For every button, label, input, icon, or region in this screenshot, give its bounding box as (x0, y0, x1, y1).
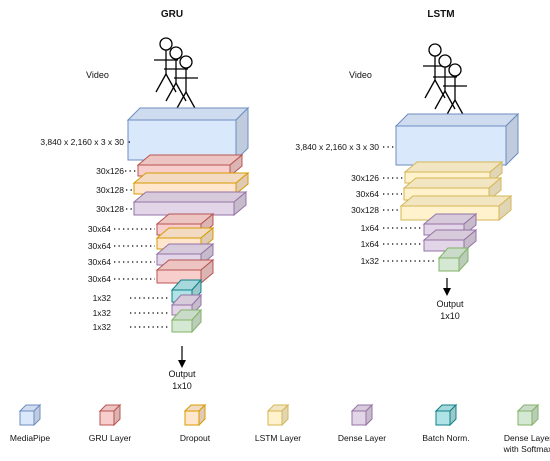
gru-layer-label: 30x64 (88, 257, 111, 267)
gru-layer-label: 30x128 (96, 185, 124, 195)
gru-layer-label: 1x32 (93, 308, 112, 318)
lstm-layer-softmax (437, 246, 470, 273)
lstm-layer-label: 30x64 (356, 189, 379, 199)
gru-layer-label: 30x64 (88, 274, 111, 284)
gru-layer-mediapipe (126, 106, 250, 162)
gru-output-label: Output (168, 369, 196, 379)
gru-layer-dense (132, 190, 248, 217)
lstm-layer-label: 1x32 (361, 256, 380, 266)
gru-layer-label: 1x32 (93, 293, 112, 303)
gru-output-arrowhead-icon (178, 360, 186, 368)
gru-layer-label: 30x64 (88, 241, 111, 251)
lstm-output-size: 1x10 (440, 311, 460, 321)
lstm-video-label: Video (349, 70, 372, 80)
gru-layer-stack: 3,840 x 2,160 x 3 x 30 30x126 30x128 30x128… (40, 106, 250, 334)
legend: MediaPipe GRU Layer Dropout LSTM Layer Dense… (10, 403, 550, 454)
gru-video-figures-icon (154, 37, 198, 111)
lstm-video-figures-icon (423, 43, 467, 119)
legend-swatch-gru (98, 403, 122, 427)
gru-title: GRU (161, 9, 183, 20)
gru-layer-label: 3,840 x 2,160 x 3 x 30 (40, 137, 124, 147)
lstm-output-arrowhead-icon (443, 288, 451, 296)
gru-layer-label: 30x126 (96, 166, 124, 176)
lstm-layer-mediapipe (394, 112, 520, 167)
legend-swatch-dropout (183, 403, 207, 427)
lstm-output-label: Output (436, 299, 464, 309)
lstm-title: LSTM (427, 9, 454, 20)
lstm-layer-stack: 3,840 x 2,160 x 3 x 30 30x126 30x64 30x128 1… (295, 112, 520, 273)
legend-label-gru: GRU Layer (89, 433, 132, 443)
lstm-layer-label: 1x64 (361, 239, 380, 249)
gru-layer-label: 30x128 (96, 204, 124, 214)
legend-swatch-batchnorm (434, 403, 458, 427)
legend-swatch-softmax (516, 403, 540, 427)
lstm-layer-label: 3,840 x 2,160 x 3 x 30 (295, 142, 379, 152)
legend-label-lstm: LSTM Layer (255, 433, 301, 443)
legend-swatch-dense (350, 403, 374, 427)
lstm-layer-label: 30x128 (351, 205, 379, 215)
legend-swatch-lstm (266, 403, 290, 427)
legend-label-softmax: Dense Layer (504, 433, 550, 443)
gru-output-size: 1x10 (172, 381, 192, 391)
lstm-layer-label: 30x126 (351, 173, 379, 183)
legend-label-dropout: Dropout (180, 433, 211, 443)
legend-swatch-mediapipe (18, 403, 42, 427)
gru-video-label: Video (86, 70, 109, 80)
gru-layer-label: 30x64 (88, 224, 111, 234)
gru-layer-label: 1x32 (93, 322, 112, 332)
lstm-layer-dense (422, 228, 478, 253)
gru-layer-softmax (170, 308, 203, 334)
legend-label-mediapipe: MediaPipe (10, 433, 50, 443)
legend-label-softmax-line2: with Softmax (503, 444, 550, 454)
lstm-layer-label: 1x64 (361, 223, 380, 233)
gru-layer-dropout (132, 171, 250, 196)
legend-label-batchnorm: Batch Norm. (422, 433, 469, 443)
legend-label-dense: Dense Layer (338, 433, 386, 443)
